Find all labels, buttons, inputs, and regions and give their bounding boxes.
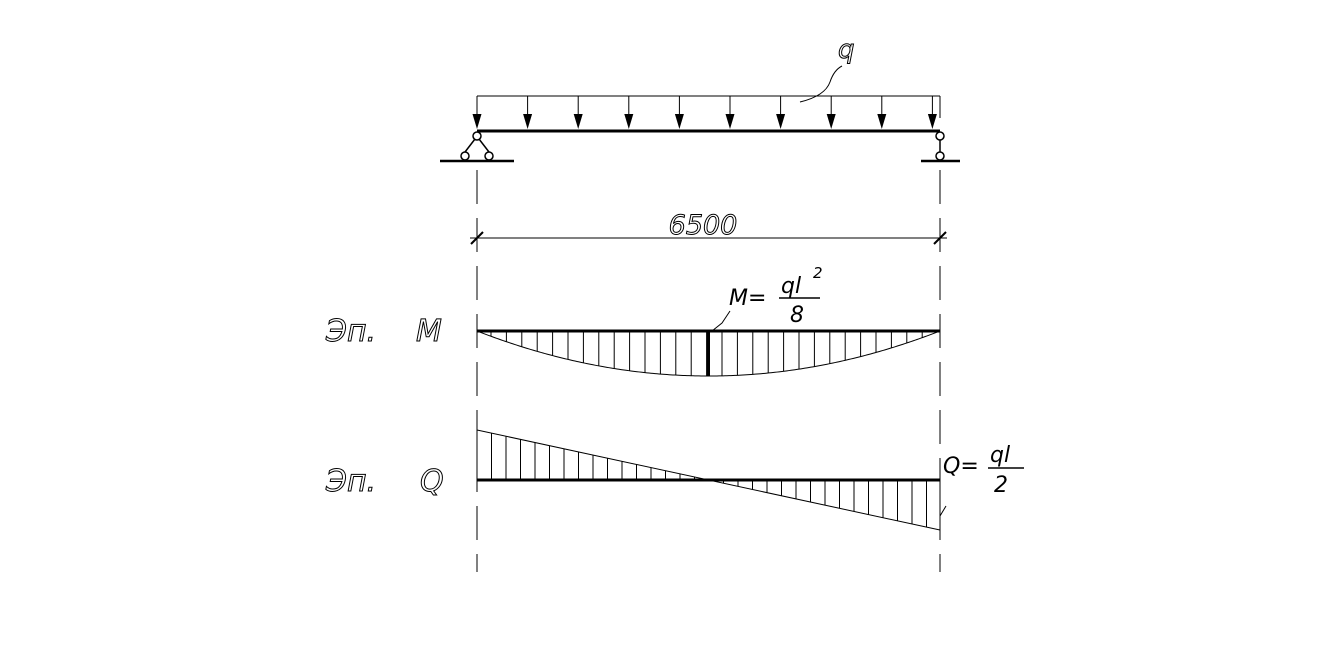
moment-formula-leader xyxy=(711,310,731,332)
dimension-tick-right xyxy=(933,231,947,245)
distributed-load: q xyxy=(472,35,941,129)
shear-diagram: Эп. Q Q= ql 2 xyxy=(325,429,1024,531)
span-dimension: 6500 xyxy=(470,210,947,245)
dimension-value: 6500 xyxy=(669,210,738,241)
shear-slope-line xyxy=(476,429,941,531)
load-arrow-head xyxy=(776,114,786,129)
moment-hatching xyxy=(490,331,923,376)
load-label: q xyxy=(838,35,855,65)
load-arrow-head xyxy=(523,114,533,129)
support-rod-right xyxy=(478,138,490,153)
shear-formula-denominator: 2 xyxy=(994,473,1008,498)
support-rod-left xyxy=(464,138,476,153)
pinned-support-left xyxy=(440,131,514,163)
support-hinge-top xyxy=(472,131,482,141)
shear-label-symbol: Q xyxy=(420,464,444,499)
dimension-tick-left xyxy=(470,231,484,245)
roller-support-right xyxy=(921,131,960,163)
moment-formula-exponent: 2 xyxy=(813,264,823,282)
shear-hatching xyxy=(491,433,927,528)
shear-label-prefix: Эп. xyxy=(325,464,376,499)
load-leader xyxy=(799,65,843,103)
shear-formula-numerator: ql xyxy=(990,443,1010,468)
load-arrow-head xyxy=(472,114,482,129)
load-arrow-head xyxy=(674,114,684,129)
shear-formula-lhs: Q= xyxy=(943,454,979,479)
roller-hinge-top xyxy=(935,131,945,141)
moment-formula-lhs: M= xyxy=(729,286,766,311)
roller-hinge-bottom xyxy=(935,151,945,161)
moment-label-symbol: M xyxy=(416,314,442,349)
load-arrow-head xyxy=(573,114,583,129)
load-arrows xyxy=(472,96,937,129)
load-arrow-head xyxy=(927,114,937,129)
moment-formula-denominator: 8 xyxy=(790,303,804,328)
support-hinge-bottom-right xyxy=(484,151,494,161)
load-arrow-head xyxy=(725,114,735,129)
moment-diagram: Эп. M M= ql 2 8 xyxy=(325,264,940,377)
load-arrow-head xyxy=(826,114,836,129)
moment-label-prefix: Эп. xyxy=(325,314,376,349)
support-hinge-bottom-left xyxy=(460,151,470,161)
load-arrow-head xyxy=(624,114,634,129)
load-arrow-head xyxy=(877,114,887,129)
shear-formula-leader xyxy=(939,505,947,517)
moment-formula-numerator: ql xyxy=(781,274,801,299)
